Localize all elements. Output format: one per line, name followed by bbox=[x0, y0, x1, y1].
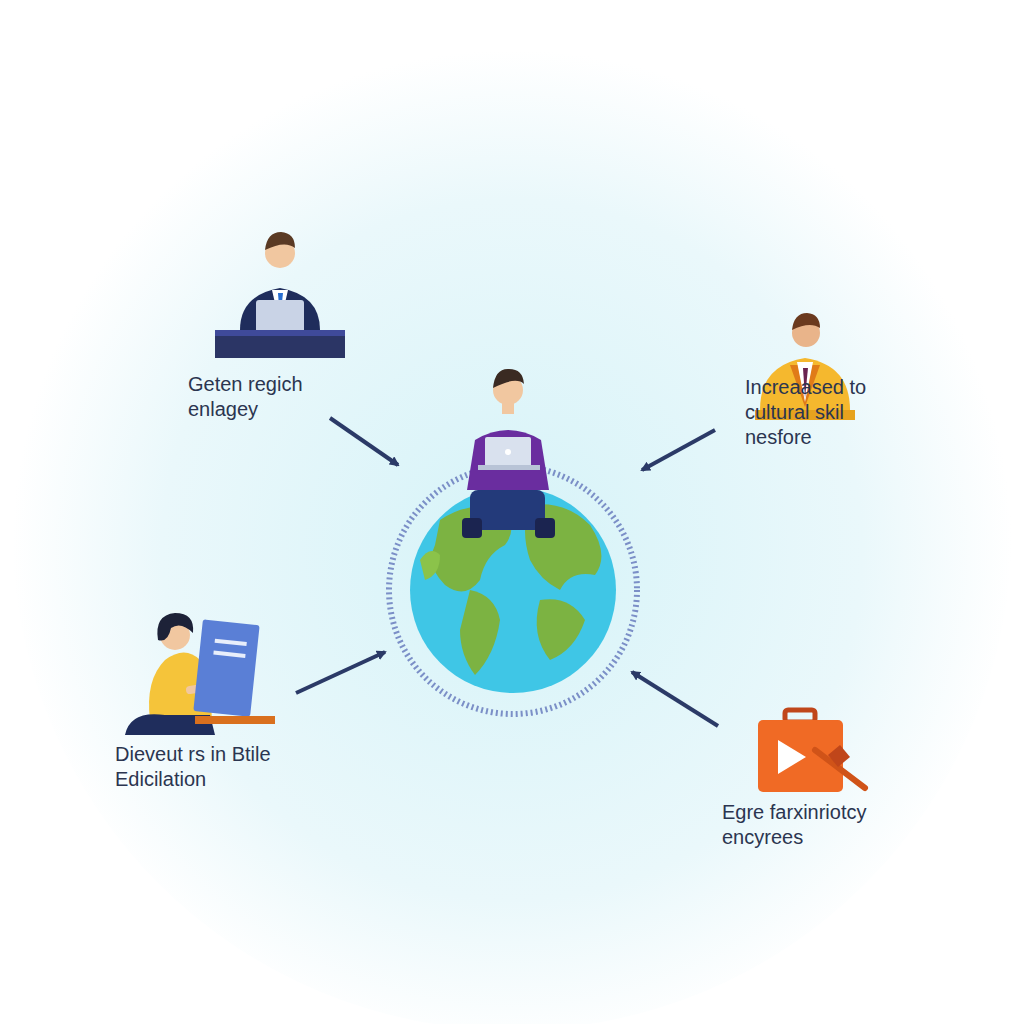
caption-label: Egre farxinriotcy encyrees bbox=[722, 800, 904, 850]
caption-label: Geten regich enlagey bbox=[188, 372, 353, 422]
caption-label: Dieveut rs in Btile Edicilation bbox=[115, 742, 310, 792]
arrows bbox=[296, 418, 718, 726]
globe bbox=[389, 466, 637, 714]
video-briefcase bbox=[758, 710, 865, 792]
person-on-globe bbox=[462, 369, 555, 538]
businessman-navy bbox=[215, 232, 345, 358]
woman-at-screen bbox=[125, 613, 275, 735]
caption-label: Increaased to cultural skil nesfore bbox=[745, 375, 873, 450]
background-glow bbox=[12, 30, 1012, 1024]
